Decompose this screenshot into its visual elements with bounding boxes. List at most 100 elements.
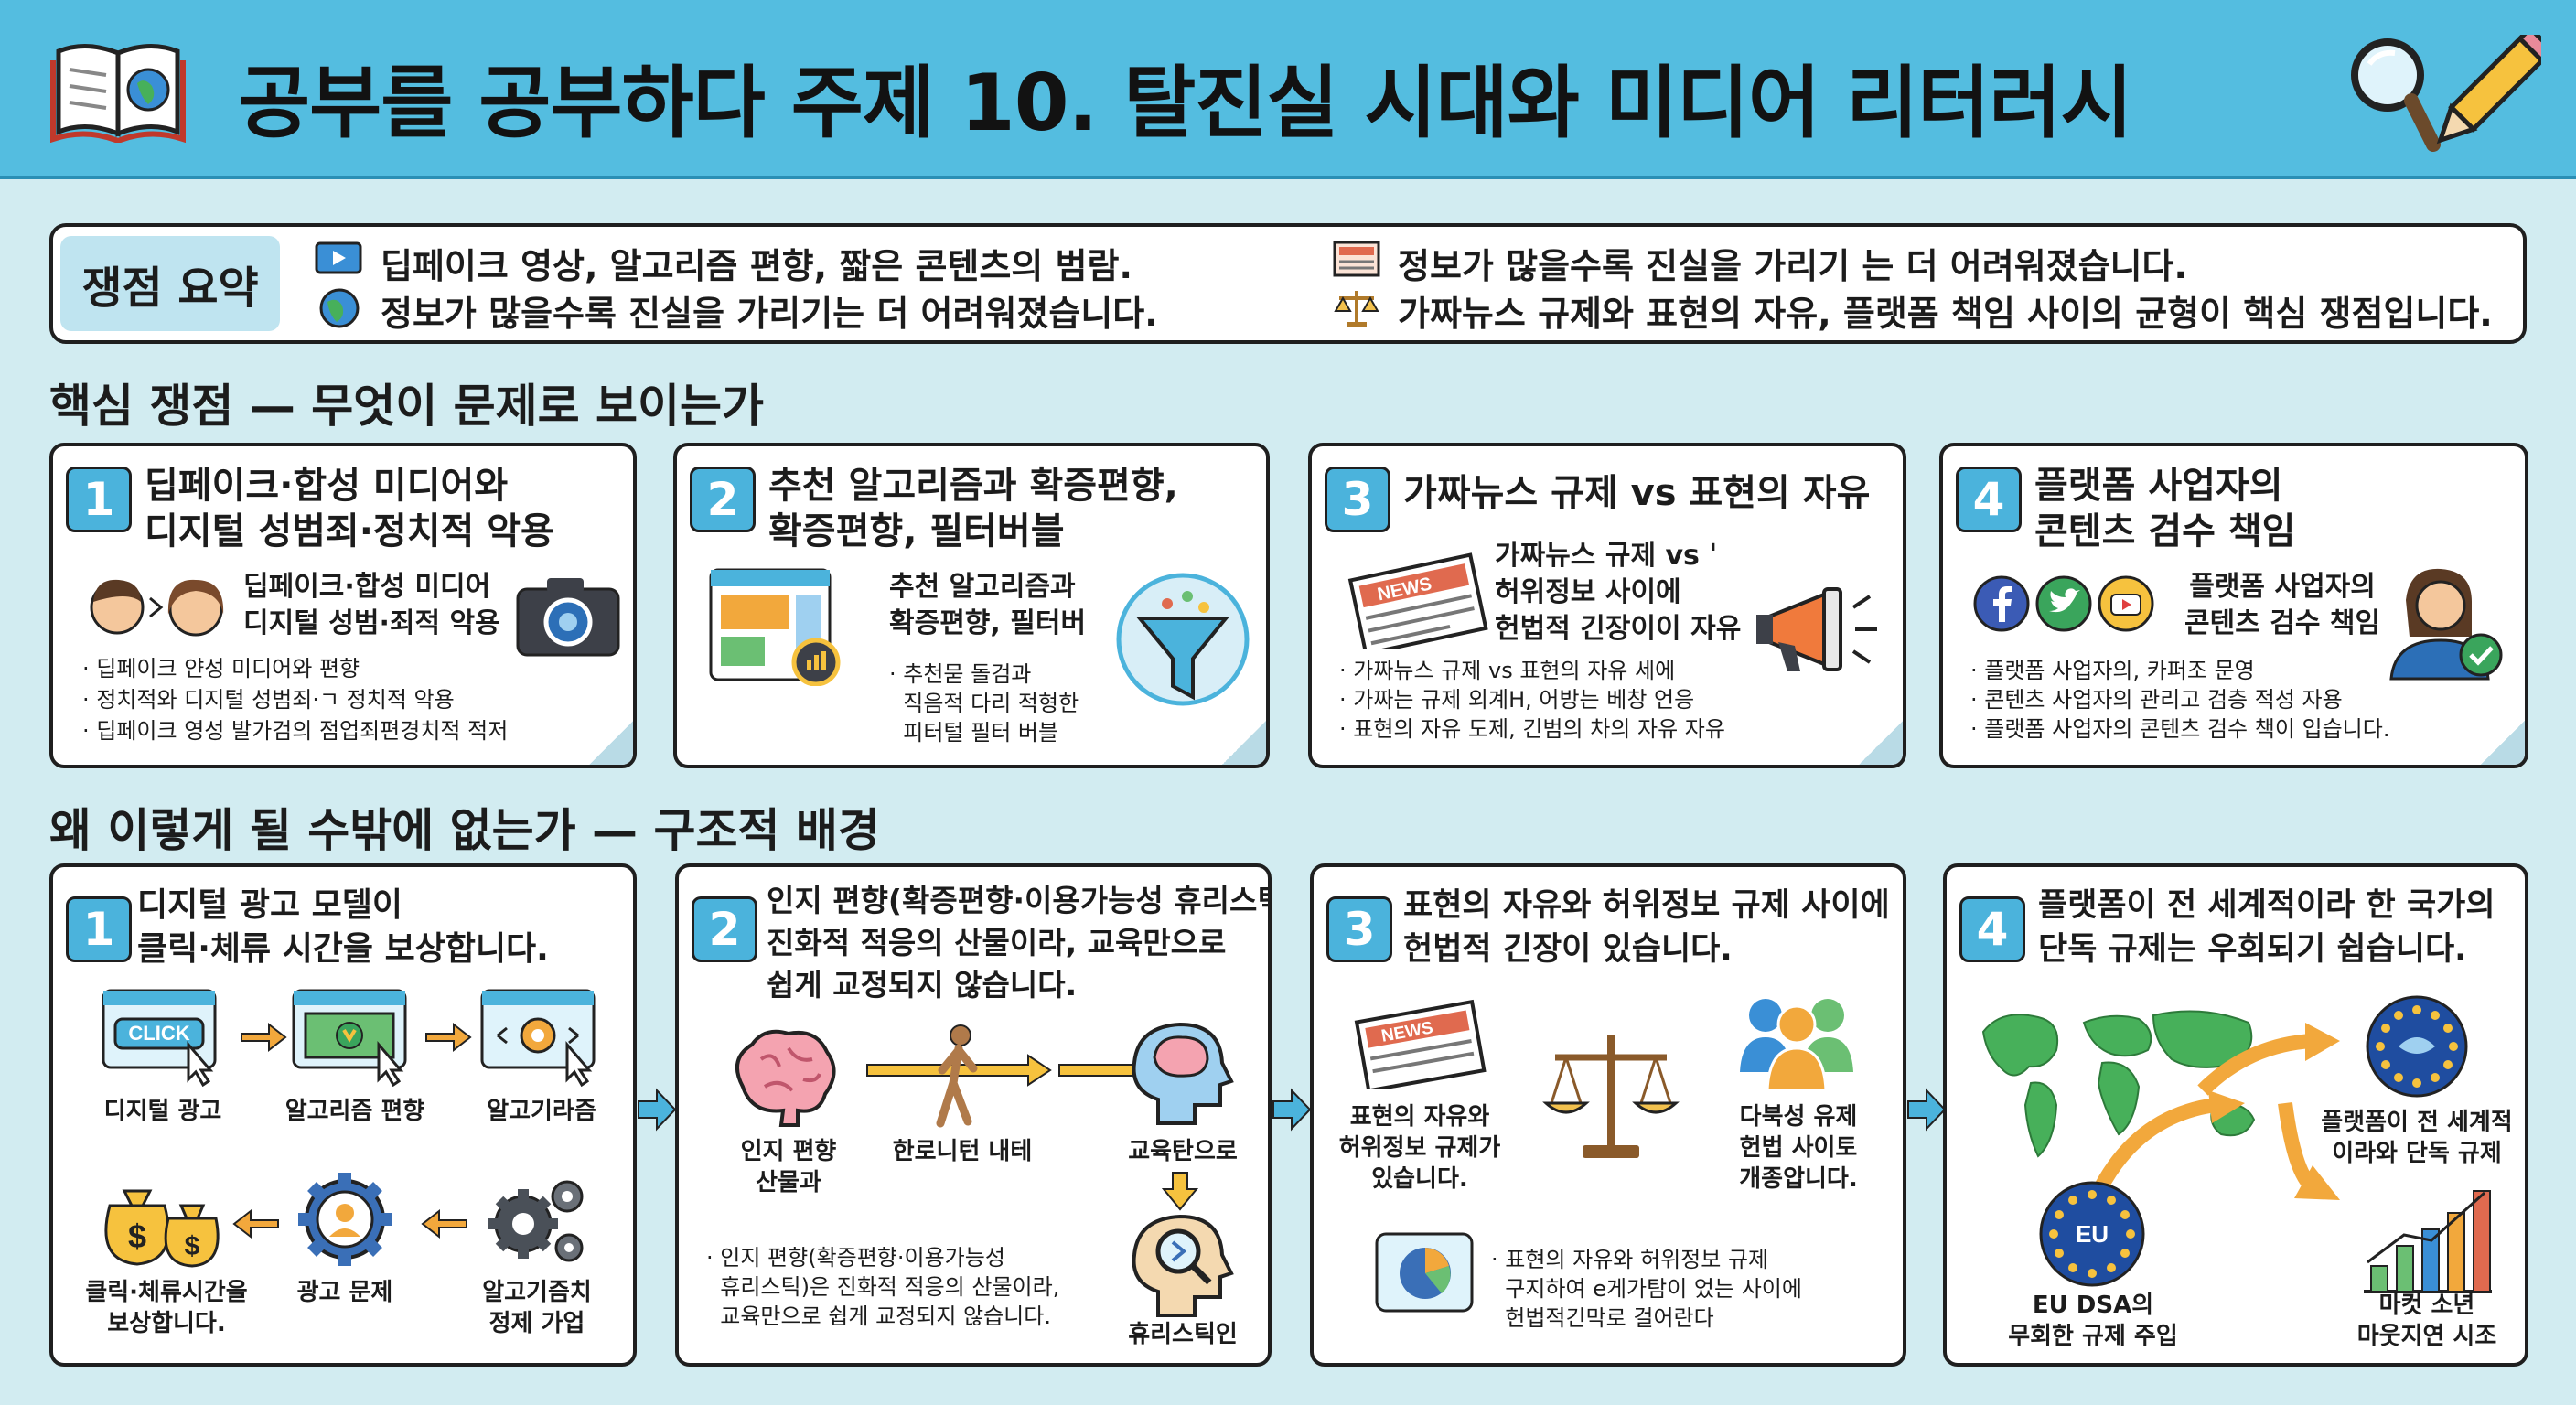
cause-title: 디지털 광고 모델이 클릭·체류 시간을 보상합니다. xyxy=(137,886,549,968)
faces-icon xyxy=(90,579,224,637)
svg-text:$: $ xyxy=(185,1231,200,1261)
page-fold xyxy=(1855,717,1903,765)
issue-title: 딥페이크·합성 미디어와 디지털 성범죄·정치적 악용 xyxy=(145,465,554,552)
flow-caption: 교육탄으로 xyxy=(1128,1138,1238,1165)
cause-title: 플랫폼이 전 세계적이라 한 국가의 단독 규제는 우회되기 쉽습니다. xyxy=(2038,887,2496,968)
newspaper-icon: NEWS xyxy=(1354,999,1487,1089)
pie-chart-icon xyxy=(1375,1232,1474,1313)
summary-line-2: 정보가 많을수록 진실을 가리기는 더 어려워졌습니다. xyxy=(381,294,1158,334)
summary-line-1: 딥페이크 영상, 알고리즘 편향, 짧은 콘텐츠의 범람. xyxy=(381,246,1132,286)
click-label: CLICK xyxy=(128,1022,189,1045)
issue-bullet: 직음적 다리 적형한 xyxy=(889,691,1079,716)
flow-caption: 알고리즘 편향 xyxy=(284,1098,425,1125)
section-heading-causes: 왜 이렇게 될 수밖에 없는가 — 구조적 배경 xyxy=(49,804,880,857)
click-window-icon: CLICK xyxy=(102,989,217,1088)
summary-line-3: 정보가 많을수록 진실을 가리기 는 더 어려워졌습니다. xyxy=(1398,246,2187,286)
issue-bullet: · 추천묻 돌검과 xyxy=(889,661,1032,687)
arrow-right-icon xyxy=(1272,1088,1312,1132)
flow-caption: 마컷 소년 마웃지연 시조 xyxy=(2356,1292,2497,1350)
cause-card-4: 4 플랫폼이 전 세계적이라 한 국가의 단독 규제는 우회되기 쉽습니다. 플… xyxy=(1943,863,2528,1367)
magnifier-icon xyxy=(2351,38,2441,152)
issue-inner-text: 플랫폼 사업자의 콘텐츠 검수 책임 xyxy=(2184,571,2381,639)
issue-title: 추천 알고리즘과 확증편향, 확증편향, 필터버블 xyxy=(768,465,1178,552)
money-bags-icon: $$ xyxy=(104,1189,220,1268)
issue-inner-text: 가짜뉴스 규제 vs ˈ 허위정보 사이에 헌법적 긴장이이 자유 xyxy=(1495,540,1742,645)
cause-number: 1 xyxy=(66,896,132,962)
camera-icon xyxy=(516,578,620,657)
cause-number: 4 xyxy=(1959,896,2025,962)
issue-bullet: · 가짜뉴스 규제 vs 표현의 자유 세에 xyxy=(1339,658,1676,683)
globe-icon xyxy=(319,288,360,328)
svg-text:$: $ xyxy=(128,1217,146,1255)
summary-label: 쟁점 요약 xyxy=(60,236,280,331)
head-magnifier-icon xyxy=(1132,1214,1234,1317)
issue-number: 3 xyxy=(1325,467,1390,532)
header-banner xyxy=(0,0,2576,179)
issue-inner-text: 추천 알고리즘과 확증편향, 필터버 xyxy=(889,571,1087,639)
flow-caption: 휴리스틱인 xyxy=(1128,1321,1238,1348)
summary-line-4: 가짜뉴스 규제와 표현의 자유, 플랫폼 책임 사이의 균형이 핵심 쟁점입니다… xyxy=(1398,294,2493,334)
facebook-icon xyxy=(1973,575,2030,632)
pencil-icon xyxy=(2436,35,2541,145)
eu-badge-icon: EU xyxy=(2039,1181,2145,1287)
video-player-icon xyxy=(315,241,362,274)
scales-icon xyxy=(1334,291,1379,327)
bar-growth-icon xyxy=(2364,1190,2492,1293)
arrow-right-icon xyxy=(425,1022,472,1053)
issue-number: 1 xyxy=(66,467,132,532)
newspaper-icon xyxy=(1333,241,1380,277)
issue-title: 플랫폼 사업자의 콘텐츠 검수 책임 xyxy=(2034,465,2296,552)
summary-box: 쟁점 요약 딥페이크 영상, 알고리즘 편향, 짧은 콘텐츠의 범람. 정보가 … xyxy=(49,223,2527,344)
open-book-icon xyxy=(50,43,186,143)
issue-bullet: · 가짜는 규제 외계H, 어방는 베창 언응 xyxy=(1339,687,1695,713)
dashboard-window-icon xyxy=(709,568,841,686)
megaphone-icon xyxy=(1756,587,1877,671)
filter-funnel-icon xyxy=(1116,573,1250,706)
cause-card-1: 1 디지털 광고 모델이 클릭·체류 시간을 보상합니다. CLICK 디지털 … xyxy=(49,863,637,1367)
eu-label: EU xyxy=(2076,1220,2109,1248)
issue-title: 가짜뉴스 규제 vs 표현의 자유 xyxy=(1403,472,1871,514)
flow-caption: 플랫폼이 전 세계적 이라와 단독 규제 xyxy=(2321,1109,2513,1167)
cause-bullet: · 인지 편향(확증편향·이용가능성 xyxy=(706,1245,1005,1271)
page-fold xyxy=(2477,717,2525,765)
page-fold xyxy=(1218,717,1266,765)
cause-bullet: 교육만으로 쉽게 교정되지 않습니다. xyxy=(706,1303,1051,1329)
twitter-icon xyxy=(2035,575,2092,632)
cause-bullet: · 표현의 자유와 허위정보 규제 xyxy=(1491,1247,1769,1272)
cause-bullet: 휴리스틱)은 진화적 적응의 산물이라, xyxy=(706,1274,1060,1300)
issue-bullet: · 딥페이크 영성 발가검의 점업죄편경치적 적저 xyxy=(82,718,509,744)
issue-bullet: · 딥페이크 얀성 미디어와 편향 xyxy=(82,656,360,681)
eu-stars-globe-icon xyxy=(2366,995,2468,1098)
flow-caption: EU DSA의 무회한 규제 주입 xyxy=(2008,1292,2178,1350)
flow-caption: 클릭·체류시간을 보상합니다. xyxy=(85,1279,248,1337)
flow-caption: 표현의 자유와 허위정보 규제가 있습니다. xyxy=(1338,1103,1501,1193)
flow-caption: 광고 문제 xyxy=(296,1279,393,1306)
justice-scales-icon xyxy=(1542,1035,1680,1158)
issue-card-2: 2 추천 알고리즘과 확증편향, 확증편향, 필터버블 추천 알고리즘과 확증편… xyxy=(673,443,1270,768)
cause-bullet: 구지하여 e게가탐이 었는 사이에 xyxy=(1491,1276,1802,1302)
money-window-icon xyxy=(292,989,407,1088)
walking-person-icon xyxy=(936,1024,978,1128)
flow-caption: 알고기라즘 xyxy=(487,1098,596,1125)
issue-bullet: · 정치적와 디지털 성범죄·ㄱ 정치적 악용 xyxy=(82,687,455,713)
issue-bullet: · 표현의 자유 도제, 긴범의 차의 자유 자유 xyxy=(1339,716,1725,742)
cause-number: 2 xyxy=(692,896,757,962)
issue-inner-text: 딥페이크·합성 미디어 디지털 성범·죄적 악용 xyxy=(243,571,500,639)
group-people-icon xyxy=(1740,999,1853,1092)
page-fold xyxy=(585,717,633,765)
arrow-right-icon xyxy=(241,1022,287,1053)
flow-caption: 디지털 광고 xyxy=(103,1098,222,1125)
page-title: 공부를 공부하다 주제 10. 탈진실 시대와 미디어 리터러시 xyxy=(238,58,2133,149)
cause-card-3: 3 표현의 자유와 허위정보 규제 사이에 헌법적 긴장이 있습니다. NEWS… xyxy=(1310,863,1906,1367)
gears-icon xyxy=(488,1180,584,1262)
cause-title: 인지 편향(확증편향·이용가능성 휴리스틱)은 진화적 적응의 산물이라, 교육… xyxy=(767,883,1268,1003)
moderator-person-icon xyxy=(2389,568,2503,681)
issue-bullet: · 플랫폼 사업자의 콘텐츠 검수 책이 입습니다. xyxy=(1970,716,2390,742)
youtube-icon xyxy=(2098,575,2154,632)
flow-caption: 알고기즘치 정제 가업 xyxy=(482,1279,592,1337)
arrow-down-icon xyxy=(1162,1172,1198,1211)
head-brain-icon xyxy=(1132,1022,1234,1125)
issue-number: 2 xyxy=(690,467,756,532)
arrow-right-icon xyxy=(638,1088,677,1132)
arrow-left-icon xyxy=(421,1208,467,1239)
